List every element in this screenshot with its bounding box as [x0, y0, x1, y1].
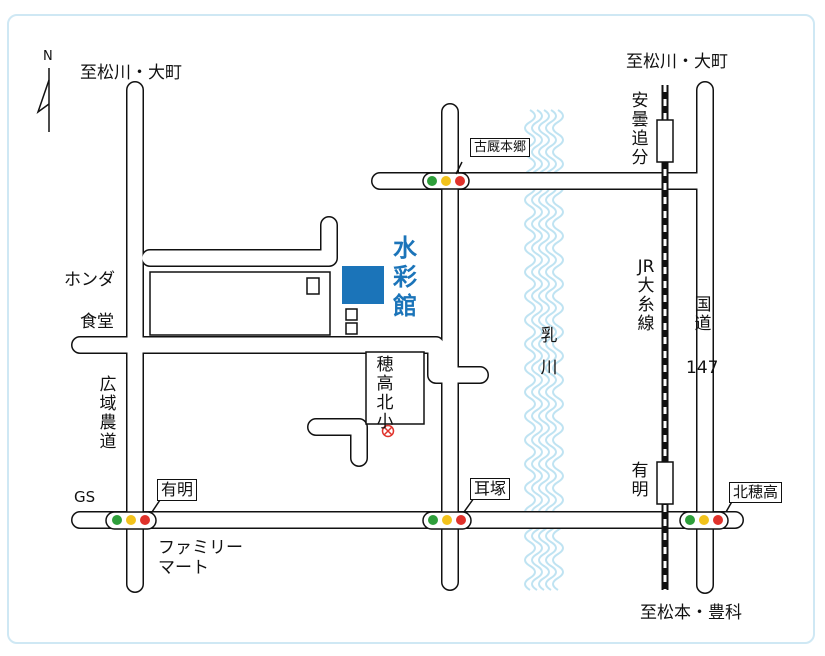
signal-kohonmiyago	[422, 172, 470, 190]
signal-ariake	[105, 511, 157, 530]
intersection-sign-ariake: 有明	[157, 479, 198, 501]
intersection-sign-mimizuka: 耳塚	[470, 478, 511, 500]
building-marker	[306, 277, 320, 295]
roads	[71, 81, 744, 594]
signal-kitahotaka	[679, 511, 729, 530]
destination-top-left: 至松川・大町	[80, 63, 182, 83]
jr-railway	[656, 85, 674, 590]
landmark-national-road-label: 国道	[694, 295, 712, 335]
north-arrow-icon	[36, 68, 50, 132]
venue-label: 水彩館	[393, 234, 417, 320]
landmark-honda: ホンダ	[64, 270, 115, 290]
intersection-sign-kitahotaka: 北穂高	[729, 482, 783, 503]
block-west	[149, 271, 331, 336]
building-marker	[345, 322, 358, 335]
landmark-shokudo: 食堂	[80, 312, 114, 332]
station-azumi-oiwake-marker	[656, 119, 674, 163]
landmark-family-mart-line2: マート	[158, 558, 209, 578]
venue-marker	[342, 266, 384, 304]
block-school	[365, 351, 425, 425]
landmark-farm-road: 広域農道	[99, 375, 117, 453]
landmark-jr-line: JR大糸線	[637, 257, 655, 335]
river-nyu	[524, 109, 564, 591]
landmark-river: 乳川	[540, 326, 558, 379]
intersection-sign-kohonmiyago: 古厩本郷	[470, 138, 531, 157]
building-marker	[345, 308, 358, 321]
station-azumi-oiwake: 安曇追分	[631, 91, 649, 169]
station-ariake: 有明	[631, 461, 649, 501]
school-label: 穂高北小	[376, 355, 394, 433]
station-ariake-marker	[656, 461, 674, 505]
destination-bottom-right: 至松本・豊科	[640, 603, 742, 623]
landmark-gs: GS	[74, 488, 96, 506]
signal-mimizuka	[422, 511, 472, 530]
destination-top-right: 至松川・大町	[626, 52, 728, 72]
compass-north-label: N	[43, 49, 53, 64]
school-icon	[381, 424, 395, 438]
landmark-family-mart-line1: ファミリー	[158, 538, 243, 558]
landmark-national-road-number: 147	[686, 358, 719, 378]
